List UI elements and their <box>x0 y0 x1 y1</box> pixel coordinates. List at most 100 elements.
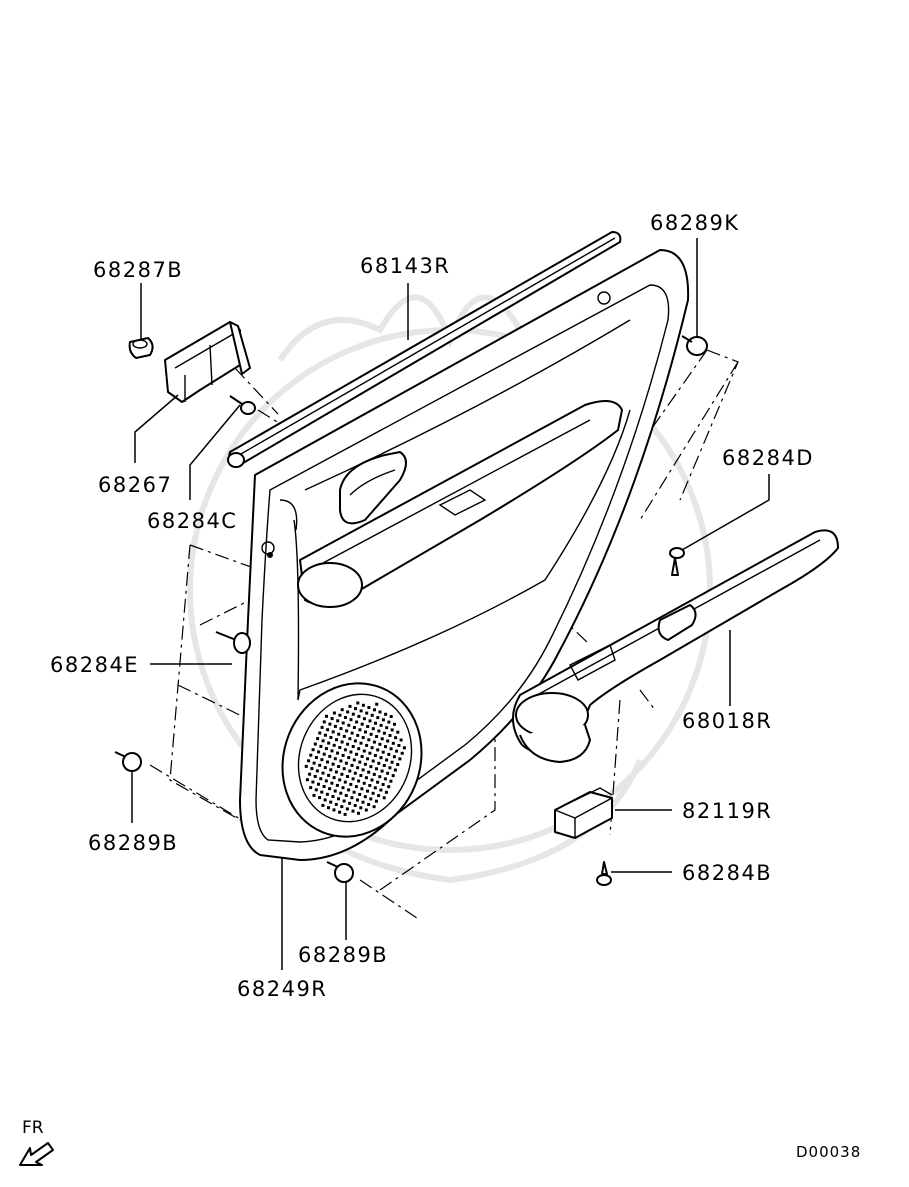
grille-dot <box>369 765 373 769</box>
grille-dot <box>359 806 363 810</box>
grille-dot <box>309 753 313 757</box>
grille-dot <box>322 752 326 756</box>
grille-dot <box>310 767 314 771</box>
grille-dot <box>337 765 341 768</box>
grille-dot <box>370 746 374 750</box>
grille-dot <box>304 764 308 768</box>
grille-dot <box>330 781 334 785</box>
label-68018R: 68018R <box>682 709 772 733</box>
grille-dot <box>368 751 372 755</box>
grille-dot <box>375 767 378 771</box>
grille-dot <box>331 795 335 798</box>
grille-dot <box>358 760 362 764</box>
grille-dot <box>343 812 347 816</box>
grille-dot <box>365 711 369 715</box>
grille-dot <box>364 808 368 812</box>
grille-dot <box>367 803 371 806</box>
label-68289B-left: 68289B <box>88 831 178 855</box>
grille-dot <box>375 702 379 706</box>
grille-dot <box>395 749 399 753</box>
grille-dot <box>384 745 387 749</box>
grille-dot <box>375 735 379 738</box>
grille-dot <box>360 787 364 791</box>
grille-dot <box>325 792 329 796</box>
grille-dot <box>380 737 384 741</box>
grille-dot <box>319 744 323 748</box>
grille-dot <box>367 770 371 774</box>
grille-dot <box>367 706 371 709</box>
grille-dot <box>398 757 402 761</box>
grille-dot <box>381 718 385 722</box>
label-68289K: 68289K <box>650 211 740 235</box>
grille-dot <box>377 729 381 733</box>
label-68143R: 68143R <box>360 254 450 278</box>
grille-dot <box>312 761 316 765</box>
speaker-grille-pattern <box>304 701 406 816</box>
grille-dot <box>361 768 365 772</box>
grille-dot <box>328 754 332 758</box>
grille-dot <box>396 763 400 766</box>
grille-dot <box>335 783 339 787</box>
grille-dot <box>308 772 312 776</box>
grille-dot <box>352 758 356 762</box>
grille-dot <box>357 811 360 815</box>
grille-dot <box>318 763 322 767</box>
label-68284C: 68284C <box>147 509 237 533</box>
grille-dot <box>373 754 377 757</box>
grille-dot <box>320 725 324 729</box>
grille-dot <box>339 727 343 731</box>
grille-dot <box>307 759 311 763</box>
grille-dot <box>394 736 398 740</box>
grille-dot <box>348 801 352 805</box>
grille-dot <box>344 794 348 797</box>
grille-dot <box>389 747 393 751</box>
grille-dot <box>329 768 333 772</box>
grille-dot <box>364 776 368 780</box>
grille-dot <box>381 750 385 754</box>
leader-lines <box>131 238 770 970</box>
grille-dot <box>350 763 354 767</box>
grille-dot <box>379 756 383 760</box>
grille-dot <box>391 741 395 745</box>
grille-dot <box>399 738 403 742</box>
grille-dot <box>346 775 349 778</box>
label-82119R: 82119R <box>682 799 772 823</box>
screw-68284B <box>596 861 612 886</box>
grille-dot <box>324 747 328 751</box>
grille-dot <box>385 726 389 730</box>
grille-dot <box>400 751 404 755</box>
grille-dot <box>366 789 369 793</box>
grille-dot <box>318 796 322 800</box>
grille-dot <box>361 736 365 740</box>
grille-dot <box>350 796 354 800</box>
grille-dot <box>362 781 366 785</box>
grille-dot <box>377 794 381 798</box>
grille-dot <box>367 738 371 742</box>
grille-dot <box>383 777 387 781</box>
grille-dot <box>335 738 338 742</box>
grille-dot <box>320 758 324 762</box>
grille-dot <box>337 797 340 801</box>
grille-dot <box>340 772 344 776</box>
screw-68284E <box>215 631 251 654</box>
grille-dot <box>363 762 367 766</box>
grille-dot <box>311 780 315 784</box>
grille-dot <box>323 766 327 770</box>
clip-68289K <box>681 335 708 356</box>
grille-dot <box>322 720 326 724</box>
grille-dot <box>360 722 364 726</box>
grille-dot <box>373 786 377 790</box>
grille-dot <box>389 715 393 718</box>
grille-dot <box>362 717 366 721</box>
front-direction-label: FR <box>22 1118 44 1138</box>
grille-dot <box>356 733 360 737</box>
grille-dot <box>329 800 333 804</box>
grille-dot <box>336 751 340 755</box>
grille-dot <box>369 732 373 736</box>
grille-dot <box>371 759 375 763</box>
grille-dot <box>313 774 317 778</box>
grille-dot <box>348 704 352 708</box>
grille-dot <box>344 716 347 719</box>
grille-dot <box>345 807 349 811</box>
grille-dot <box>380 769 384 773</box>
